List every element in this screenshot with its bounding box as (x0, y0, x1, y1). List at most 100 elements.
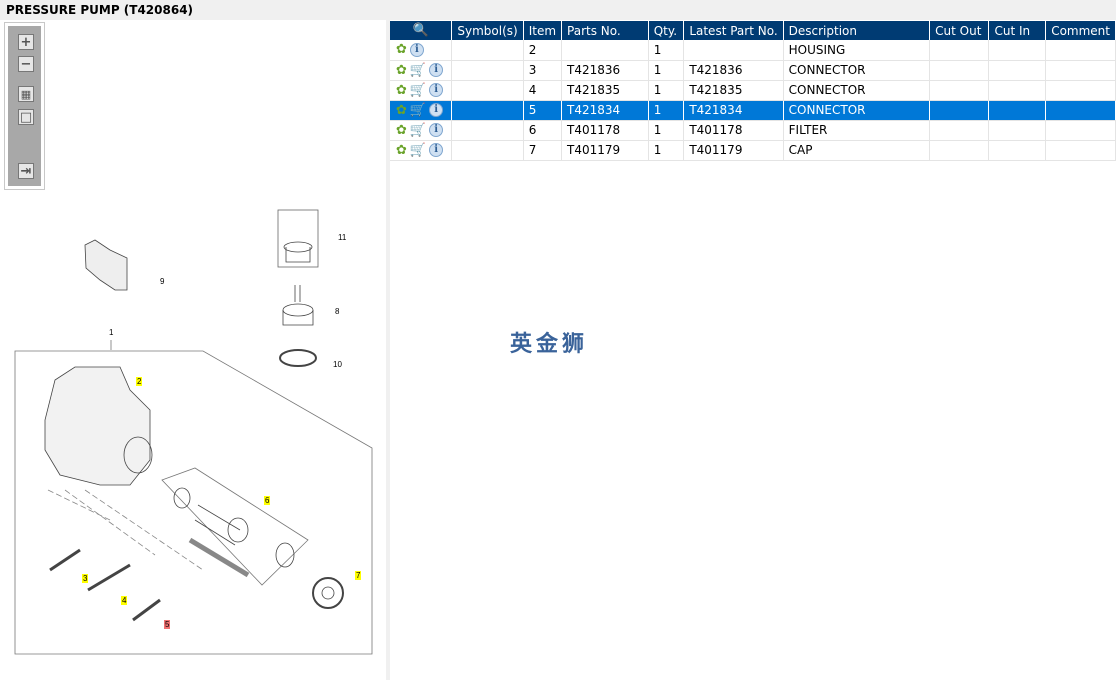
latest-part-cell: T401178 (683, 120, 784, 141)
cart-icon[interactable]: 🛒 (409, 102, 427, 118)
gear-icon[interactable]: ✿ (396, 142, 407, 158)
callout-7[interactable]: 7 (355, 571, 362, 580)
table-row[interactable]: ✿i 2 1 HOUSING (390, 40, 1116, 61)
parts-no-cell (561, 40, 649, 61)
assembly-1-frame (14, 340, 373, 655)
callout-11[interactable]: 11 (338, 233, 347, 242)
comment-cell (1045, 120, 1116, 141)
callout-4[interactable]: 4 (121, 596, 128, 605)
part-11-drawing (283, 241, 313, 253)
info-icon[interactable]: i (409, 42, 424, 57)
comment-cell (1045, 80, 1116, 101)
symbols-cell (451, 60, 524, 81)
cut-in-cell (988, 140, 1047, 161)
cut-in-cell (988, 80, 1047, 101)
info-icon[interactable]: i (429, 103, 444, 117)
latest-part-cell: T421836 (683, 60, 784, 81)
gear-icon[interactable]: ✿ (396, 42, 407, 58)
export-button[interactable]: ⇥ (18, 163, 34, 179)
comment-cell (1045, 60, 1116, 81)
latest-part-cell: T421835 (683, 80, 784, 101)
qty-cell: 1 (648, 120, 685, 141)
table-row[interactable]: ✿🛒i 7 T401179 1 T401179 CAP (390, 140, 1116, 161)
cart-icon[interactable]: 🛒 (409, 82, 427, 98)
item-cell: 6 (523, 120, 563, 141)
cut-out-cell (929, 80, 990, 101)
callout-2[interactable]: 2 (136, 377, 143, 386)
parts-no-cell: T421834 (561, 100, 649, 121)
zoom-out-button[interactable]: − (18, 56, 34, 72)
qty-cell: 1 (648, 60, 685, 81)
cut-in-cell (988, 40, 1047, 61)
column-header[interactable]: Comment (1045, 21, 1116, 40)
latest-part-cell: T421834 (683, 100, 784, 121)
symbols-cell (451, 140, 524, 161)
diagram-toolbar: + − ▦ □ ⇥ (4, 22, 45, 190)
cart-icon[interactable]: 🛒 (409, 122, 427, 138)
search-column-header[interactable]: 🔍 (390, 21, 453, 40)
cart-icon[interactable]: 🛒 (409, 62, 427, 78)
table-row[interactable]: ✿🛒i 6 T401178 1 T401178 FILTER (390, 120, 1116, 141)
item-cell: 4 (523, 80, 563, 101)
watermark: 英金狮 (510, 332, 589, 357)
callout-1[interactable]: 1 (109, 328, 114, 337)
part-7-drawing (312, 577, 344, 609)
window-title: PRESSURE PUMP (T420864) (0, 0, 1116, 20)
parts-table: 🔍 Symbol(s) Item Parts No. Qty. Latest P… (390, 21, 1116, 161)
description-cell: CONNECTOR (783, 80, 931, 101)
actual-size-button[interactable]: □ (18, 109, 34, 125)
table-row[interactable]: ✿🛒i 3 T421836 1 T421836 CONNECTOR (390, 60, 1116, 81)
parts-no-cell: T421836 (561, 60, 649, 81)
column-header[interactable]: Symbol(s) (451, 21, 524, 40)
column-header[interactable]: Item (523, 21, 563, 40)
search-icon[interactable]: 🔍 (412, 23, 429, 38)
info-icon[interactable]: i (429, 143, 444, 157)
cart-icon[interactable]: 🛒 (409, 142, 427, 158)
zoom-in-button[interactable]: + (18, 34, 34, 50)
column-header[interactable]: Parts No. (561, 21, 649, 40)
cut-out-cell (929, 120, 990, 141)
symbols-cell (451, 100, 524, 121)
callout-5[interactable]: 5 (164, 620, 171, 629)
info-icon[interactable]: i (429, 123, 444, 137)
column-header[interactable]: Description (783, 21, 931, 40)
item-cell: 7 (523, 140, 563, 161)
cut-in-cell (988, 120, 1047, 141)
description-cell: CONNECTOR (783, 60, 931, 81)
info-icon[interactable]: i (429, 83, 444, 97)
latest-part-cell: T401179 (683, 140, 784, 161)
callout-6[interactable]: 6 (264, 496, 271, 505)
diagram-pane[interactable] (0, 20, 386, 680)
callout-3[interactable]: 3 (82, 574, 89, 583)
exploded-parts-diagram[interactable] (0, 190, 386, 660)
table-header: 🔍 Symbol(s) Item Parts No. Qty. Latest P… (390, 21, 1116, 40)
gear-icon[interactable]: ✿ (396, 82, 407, 98)
qty-cell: 1 (648, 100, 685, 121)
parts-no-cell: T421835 (561, 80, 649, 101)
gear-icon[interactable]: ✿ (396, 62, 407, 78)
qty-cell: 1 (648, 40, 685, 61)
callout-8[interactable]: 8 (335, 307, 340, 316)
fit-view-button[interactable]: ▦ (18, 86, 34, 102)
description-cell: CAP (783, 140, 931, 161)
latest-part-cell (683, 40, 784, 61)
table-row[interactable]: ✿🛒i 5 T421834 1 T421834 CONNECTOR (390, 100, 1116, 121)
column-header[interactable]: Cut In (988, 21, 1047, 40)
gear-icon[interactable]: ✿ (396, 122, 407, 138)
cut-out-cell (929, 40, 990, 61)
parts-no-cell: T401179 (561, 140, 649, 161)
part-6-frame (161, 467, 309, 586)
table-row[interactable]: ✿🛒i 4 T421835 1 T421835 CONNECTOR (390, 80, 1116, 101)
description-cell: FILTER (783, 120, 931, 141)
info-icon[interactable]: i (429, 63, 444, 77)
pane-splitter[interactable] (386, 20, 390, 680)
column-header[interactable]: Cut Out (929, 21, 990, 40)
column-header[interactable]: Latest Part No. (683, 21, 784, 40)
callout-10[interactable]: 10 (333, 360, 342, 369)
parts-no-cell: T401178 (561, 120, 649, 141)
cut-in-cell (988, 60, 1047, 81)
callout-9[interactable]: 9 (160, 277, 165, 286)
gear-icon[interactable]: ✿ (396, 102, 407, 118)
column-header[interactable]: Qty. (648, 21, 685, 40)
cut-out-cell (929, 60, 990, 81)
